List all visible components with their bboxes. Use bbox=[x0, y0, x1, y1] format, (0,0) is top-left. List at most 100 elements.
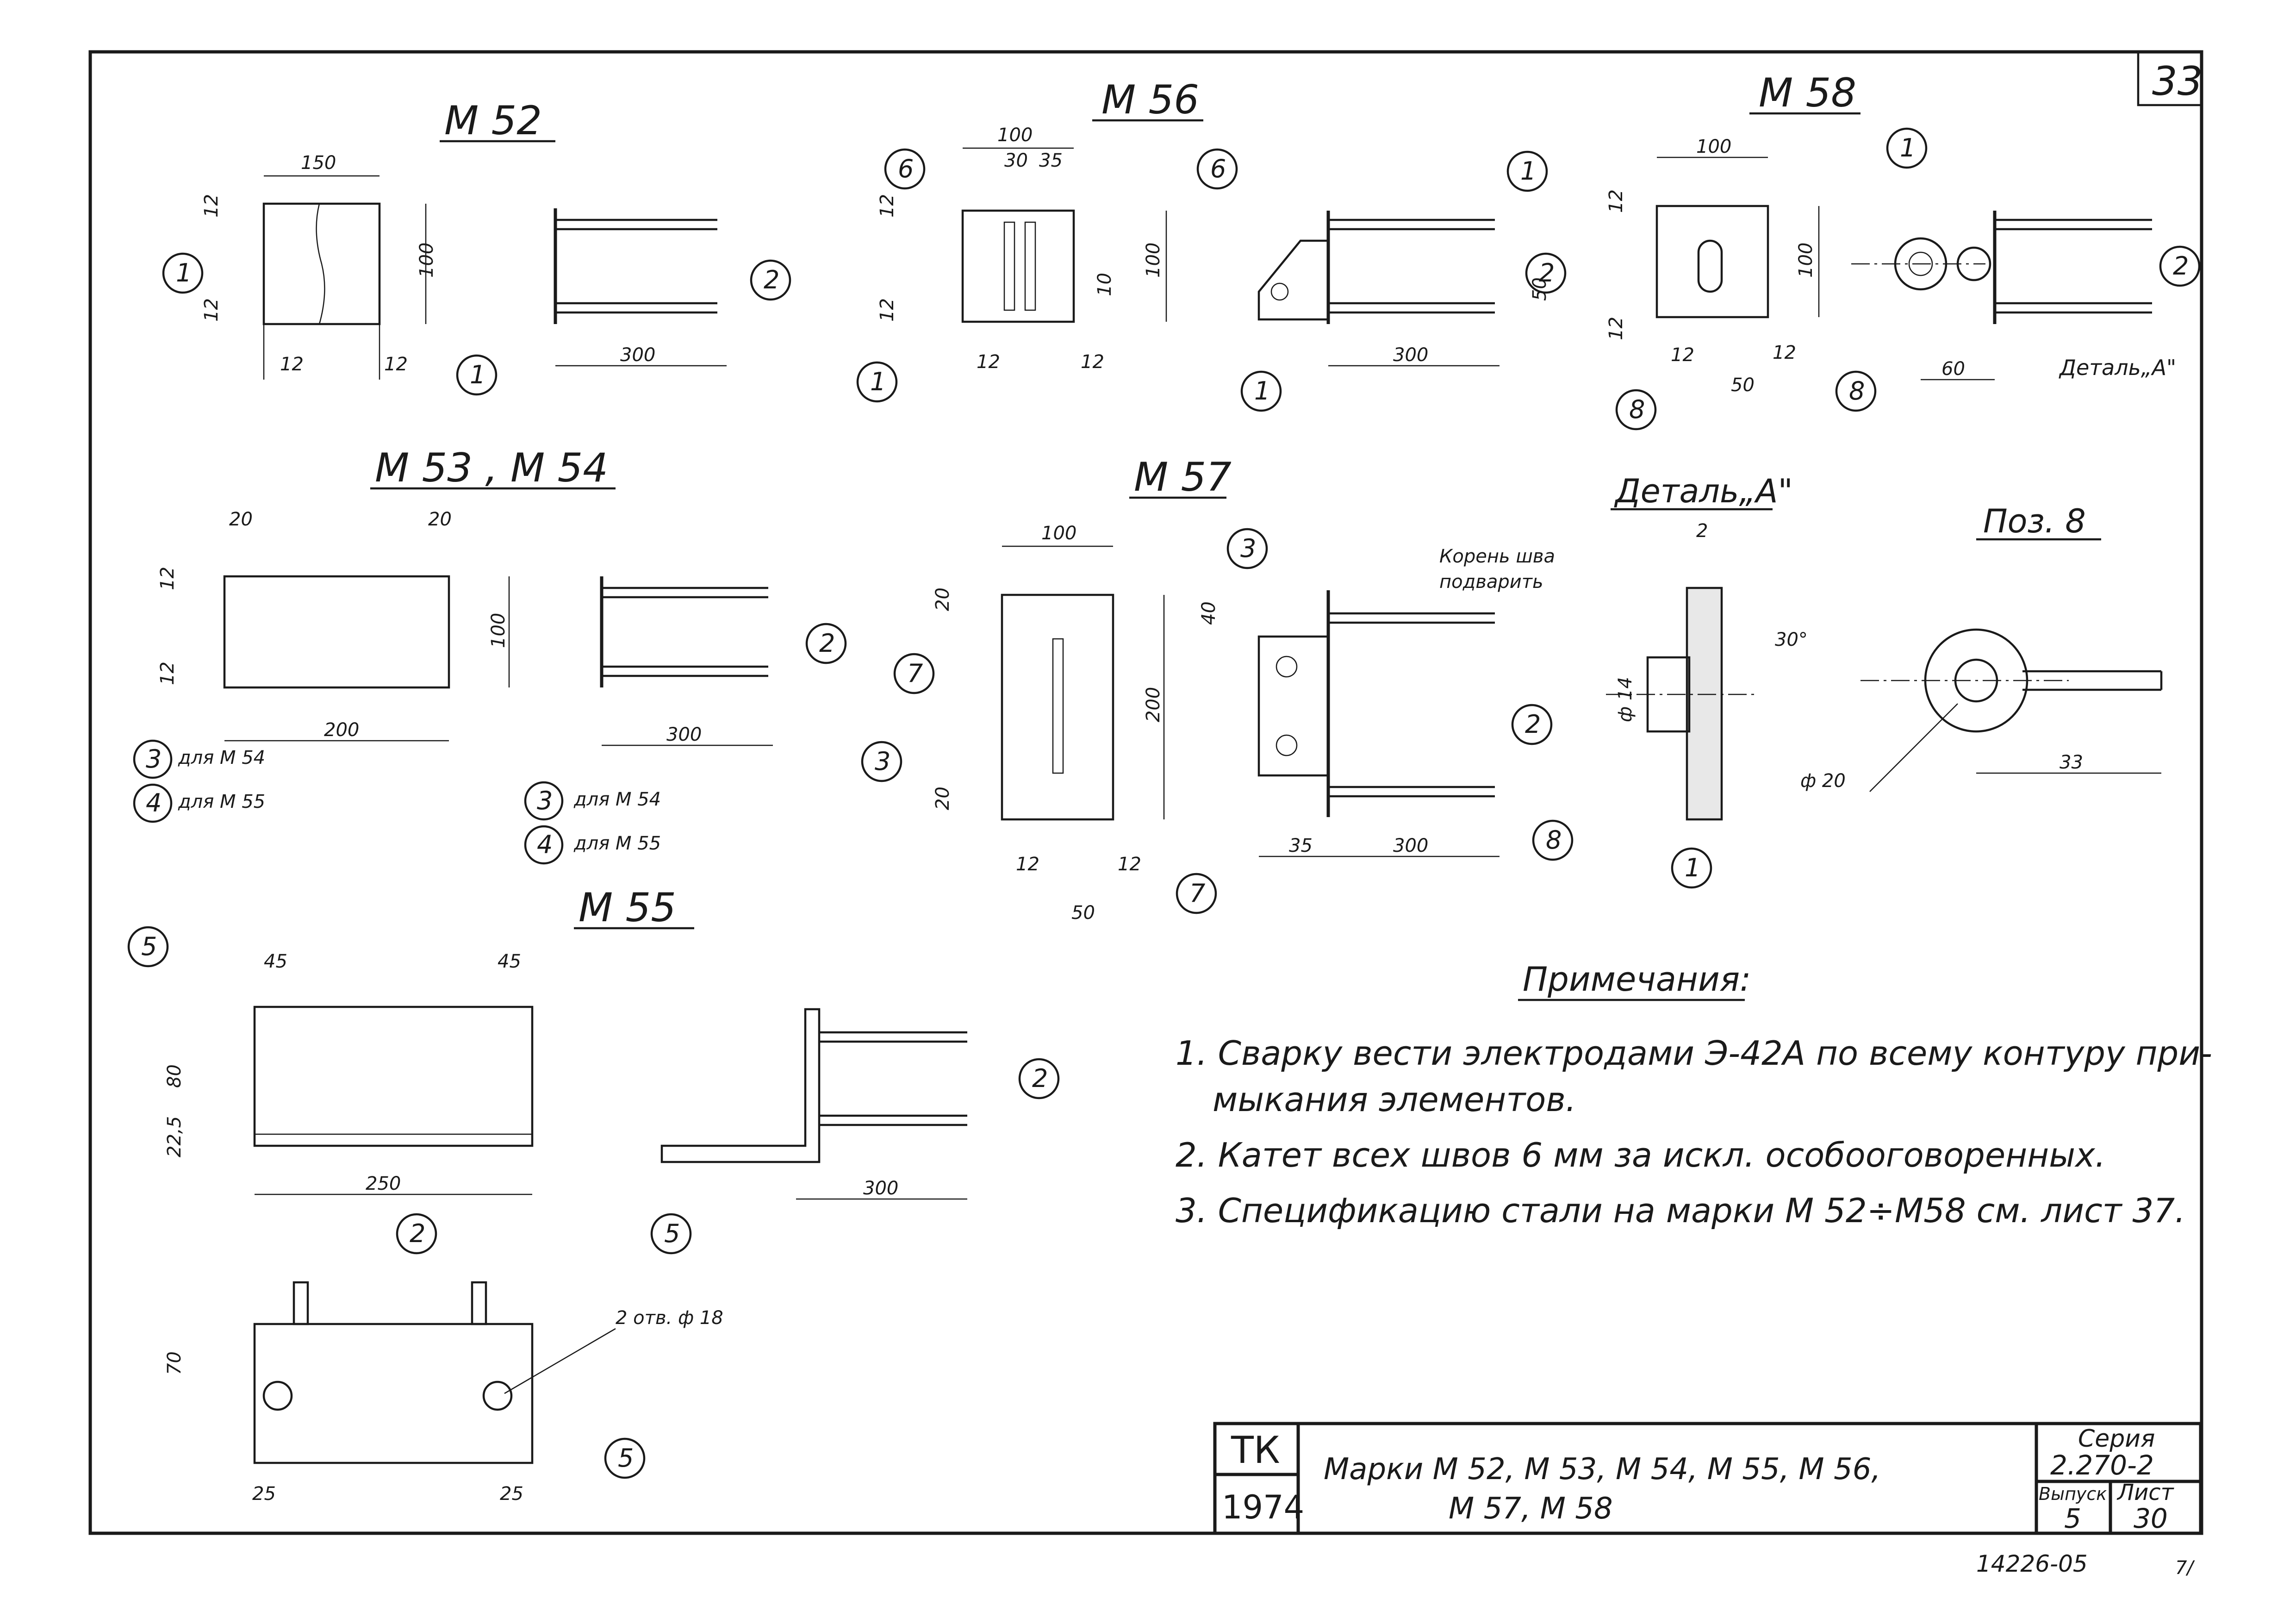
note-2: 2. Катет всех швов 6 мм за искл. особоог… bbox=[1176, 1136, 2106, 1174]
m52-dim-300: 300 bbox=[620, 344, 655, 366]
m56-dim-12d: 12 bbox=[1081, 351, 1104, 373]
m52-dim-12c: 12 bbox=[280, 354, 304, 375]
m58-dim-12c: 12 bbox=[1671, 344, 1694, 366]
mark-m57: М 57 100 200 20 20 12 12 50 7 3 40 35 30… bbox=[861, 454, 1553, 924]
m58-dim-60: 60 bbox=[1941, 358, 1965, 380]
notes-heading: Примечания: bbox=[1523, 960, 1751, 999]
m53-dim-200: 200 bbox=[324, 719, 359, 741]
m56-callout-6b: 6 bbox=[1210, 154, 1226, 183]
mark-m58-title: М 58 bbox=[1759, 70, 1856, 116]
mark-m53-m54: М 53 , М 54 20 20 12 12 100 200 3 для М … bbox=[133, 445, 847, 865]
m58-dim-12b: 12 bbox=[1605, 317, 1627, 340]
m56-dim-12c: 12 bbox=[977, 351, 1000, 373]
m56-dim-35: 35 bbox=[1039, 150, 1063, 171]
m52-dim-150: 150 bbox=[301, 152, 336, 174]
m53-dim-12a: 12 bbox=[157, 567, 178, 590]
m58-callout-2: 2 bbox=[2173, 251, 2189, 281]
detail-a-angle: 30° bbox=[1775, 629, 1808, 650]
m58-detail-a-ref: Деталь„А" bbox=[2059, 355, 2176, 380]
m55-dim-300: 300 bbox=[863, 1178, 898, 1199]
m57-callout-7: 7 bbox=[907, 659, 923, 688]
bottom-reference: 14226-05 bbox=[1976, 1550, 2088, 1577]
m53-for-m55: для М 55 bbox=[178, 791, 265, 812]
mark-m52: М 52 150 100 12 12 12 12 300 1 1 2 bbox=[162, 98, 791, 396]
m55-dim-70: 70 bbox=[164, 1351, 185, 1375]
title-block-sheet-label: Лист bbox=[2116, 1480, 2175, 1505]
mark-m53-m54-title: М 53 , М 54 bbox=[375, 445, 608, 491]
m56-dim-300: 300 bbox=[1393, 344, 1428, 366]
detail-a-dia14: ф 14 bbox=[1615, 677, 1636, 722]
m58-callout-8: 8 bbox=[1629, 395, 1645, 424]
m53-for-m55b: для М 55 bbox=[573, 833, 661, 854]
m55-dim-45b: 45 bbox=[498, 951, 521, 972]
mark-m58: М 58 100 100 50 50 12 12 12 12 1 8 60 1 … bbox=[1506, 70, 2201, 431]
m57-dim-40: 40 bbox=[1198, 601, 1220, 625]
m57-dim-200: 200 bbox=[1143, 687, 1164, 722]
m56-dim-10: 10 bbox=[1094, 273, 1115, 296]
m53-callout-4: 4 bbox=[146, 788, 162, 818]
m55-callout-5: 5 bbox=[141, 932, 157, 961]
detail-a-callout-8: 8 bbox=[1546, 825, 1562, 855]
m58-callout-1: 1 bbox=[1520, 156, 1536, 186]
page-number: 33 bbox=[2152, 58, 2203, 105]
m53-dim-20b: 20 bbox=[428, 509, 452, 530]
m55-dim-25b: 25 bbox=[500, 1483, 523, 1505]
detail-a-weld-root-2: подварить bbox=[1439, 571, 1543, 593]
m52-callout-1b: 1 bbox=[470, 360, 485, 389]
m58-dim-100b: 100 bbox=[1795, 243, 1817, 278]
m57-dim-100: 100 bbox=[1041, 523, 1076, 544]
position-8: Поз. 8 33 ф 20 bbox=[1800, 502, 2163, 792]
m53-for-m54b: для М 54 bbox=[573, 789, 661, 810]
title-block-series-value: 2.270-2 bbox=[2050, 1449, 2154, 1481]
detail-a-weld-root-1: Корень шва bbox=[1439, 546, 1555, 567]
note-3: 3. Спецификацию стали на марки М 52÷М58 … bbox=[1176, 1191, 2185, 1230]
m55-dim-250: 250 bbox=[366, 1173, 401, 1194]
m57-dim-35: 35 bbox=[1289, 835, 1313, 856]
m56-dim-30: 30 bbox=[1004, 150, 1028, 171]
m53-dim-20a: 20 bbox=[229, 509, 253, 530]
m53-dim-100: 100 bbox=[488, 613, 509, 648]
title-block-issue-label: Выпуск bbox=[2039, 1484, 2107, 1504]
detail-a-title: Деталь„А" bbox=[1614, 472, 1793, 510]
m56-callout-2: 2 bbox=[1539, 258, 1555, 287]
m56-callout-6: 6 bbox=[898, 154, 914, 183]
m57-dim-50: 50 bbox=[1071, 902, 1095, 924]
title-block-series-label: Серия bbox=[2078, 1425, 2155, 1453]
mark-m55-title: М 55 bbox=[579, 885, 676, 931]
m58-callout-1b: 1 bbox=[1900, 133, 1916, 162]
m55-dim-22-5: 22,5 bbox=[164, 1116, 185, 1157]
m57-dim-12a: 12 bbox=[1016, 854, 1039, 875]
m52-callout-2: 2 bbox=[764, 265, 779, 294]
detail-a-dim-2: 2 bbox=[1696, 520, 1708, 542]
m55-dim-25a: 25 bbox=[252, 1483, 276, 1505]
m58-dim-12d: 12 bbox=[1773, 342, 1796, 363]
m57-callout-3: 3 bbox=[875, 747, 890, 776]
title-block-sheet-value: 30 bbox=[2134, 1503, 2168, 1534]
m56-callout-1b: 1 bbox=[1254, 376, 1270, 406]
note-1-line-1: 1. Сварку вести электродами Э-42А по все… bbox=[1176, 1034, 2212, 1073]
title-block-issue-value: 5 bbox=[2064, 1503, 2081, 1534]
m53-callout-4b: 4 bbox=[537, 830, 553, 859]
poz8-title: Поз. 8 bbox=[1983, 502, 2086, 540]
m58-dim-100: 100 bbox=[1696, 136, 1731, 157]
m58-dim-50: 50 bbox=[1529, 277, 1550, 301]
m53-dim-12b: 12 bbox=[157, 662, 178, 685]
title-block-line1: Марки М 52, М 53, М 54, М 55, М 56, bbox=[1324, 1452, 1881, 1487]
m53-dim-300: 300 bbox=[666, 724, 702, 745]
m57-callout-2: 2 bbox=[1525, 710, 1541, 739]
m55-dim-80: 80 bbox=[164, 1064, 185, 1088]
mark-m56-title: М 56 bbox=[1101, 77, 1199, 123]
notes: Примечания: 1. Сварку вести электродами … bbox=[1176, 960, 2212, 1230]
detail-a-callout-1: 1 bbox=[1685, 853, 1700, 882]
detail-a: Деталь„А" Корень шва подварить 2 30° ф 1… bbox=[1439, 472, 1808, 889]
m57-dim-12b: 12 bbox=[1118, 854, 1141, 875]
m58-dim-12a: 12 bbox=[1605, 189, 1627, 213]
m58-dim-50b: 50 bbox=[1731, 375, 1755, 396]
m56-callout-1: 1 bbox=[870, 367, 886, 396]
m55-dim-45a: 45 bbox=[264, 951, 287, 972]
m56-dim-100: 100 bbox=[997, 125, 1033, 146]
title-block-org: ТК bbox=[1231, 1429, 1280, 1472]
m57-dim-20b: 20 bbox=[932, 787, 953, 810]
corner-mark: 7/ bbox=[2175, 1557, 2195, 1579]
